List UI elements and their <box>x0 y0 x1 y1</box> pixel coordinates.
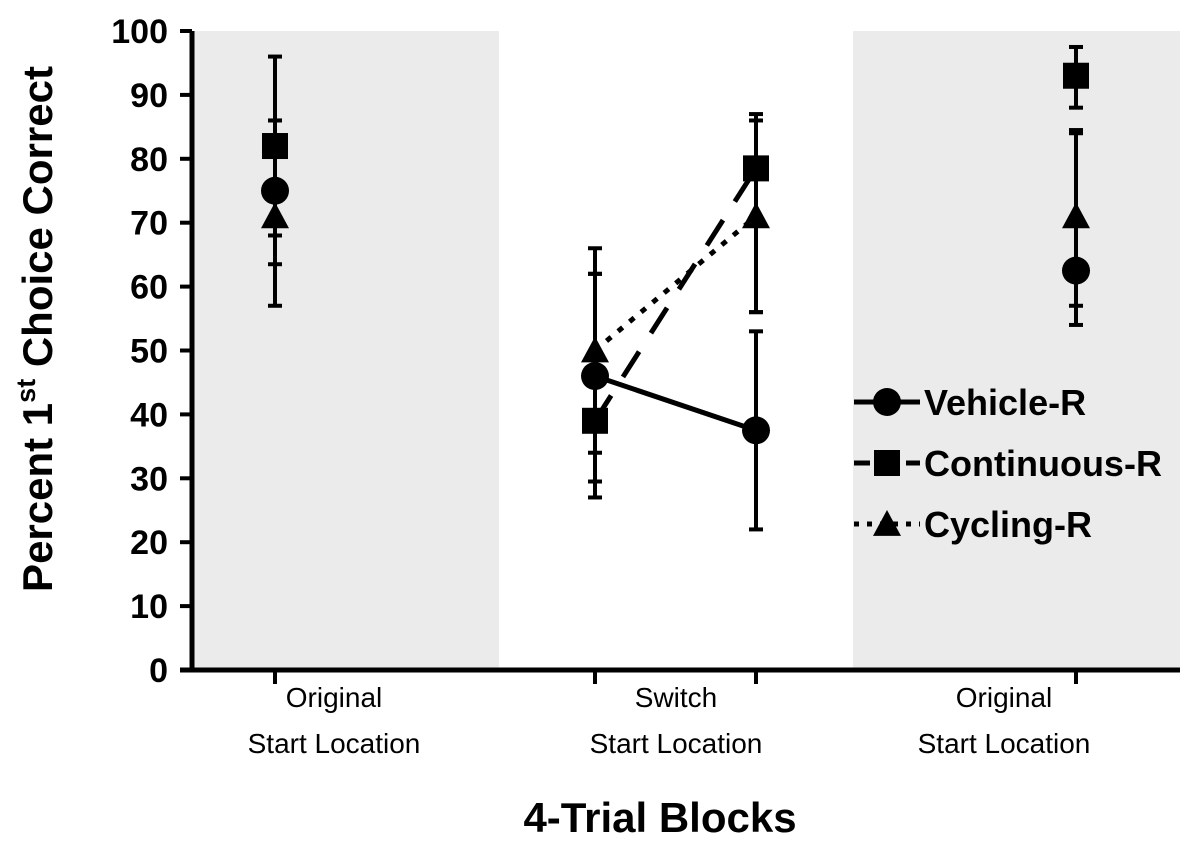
y-tick-label: 50 <box>130 333 168 371</box>
y-axis-title-post: Choice Correct <box>14 66 61 379</box>
y-tick-label: 40 <box>130 396 168 434</box>
shaded-band <box>192 31 499 670</box>
data-point <box>1062 202 1090 229</box>
x-category-label: Switch <box>635 682 717 713</box>
data-point <box>873 510 901 536</box>
series-layer <box>261 44 1090 532</box>
data-point <box>873 388 901 416</box>
y-axis-title-sup: st <box>11 379 41 403</box>
y-tick-label: 90 <box>130 77 168 115</box>
y-ticks: 0 10 20 30 40 50 60 70 80 90 100 <box>111 13 192 690</box>
data-point <box>742 416 770 445</box>
data-point <box>742 202 770 229</box>
legend: Vehicle-R Continuous-R Cycling-R <box>854 382 1162 545</box>
data-point <box>261 202 289 229</box>
data-point <box>874 450 900 476</box>
series-cycling-r <box>261 112 1090 455</box>
y-axis-title: Percent 1st Choice Correct <box>11 66 61 592</box>
shaded-bands <box>192 31 1180 670</box>
x-category-label: Original <box>956 682 1052 713</box>
x-category-label: Start Location <box>918 728 1091 759</box>
y-tick-label: 10 <box>130 588 168 626</box>
series-line <box>594 373 757 433</box>
legend-label: Vehicle-R <box>924 382 1086 423</box>
y-axis-title-pre: Percent 1 <box>14 403 61 592</box>
y-tick-label: 100 <box>111 13 168 51</box>
y-tick-label: 60 <box>130 269 168 307</box>
legend-label: Cycling-R <box>924 504 1092 545</box>
y-tick-label: 70 <box>130 205 168 243</box>
y-tick-label: 0 <box>149 652 168 690</box>
y-tick-label: 80 <box>130 141 168 179</box>
x-category-label: Start Location <box>248 728 421 759</box>
y-tick-label: 30 <box>130 460 168 498</box>
legend-label: Continuous-R <box>924 443 1162 484</box>
x-axis-title: 4-Trial Blocks <box>523 794 796 841</box>
data-point <box>581 336 609 363</box>
y-tick-label: 20 <box>130 524 168 562</box>
series-line <box>593 214 758 353</box>
x-category-label: Original <box>286 682 382 713</box>
x-category-label: Start Location <box>590 728 763 759</box>
shaded-band <box>853 31 1180 670</box>
data-point <box>1063 62 1089 89</box>
